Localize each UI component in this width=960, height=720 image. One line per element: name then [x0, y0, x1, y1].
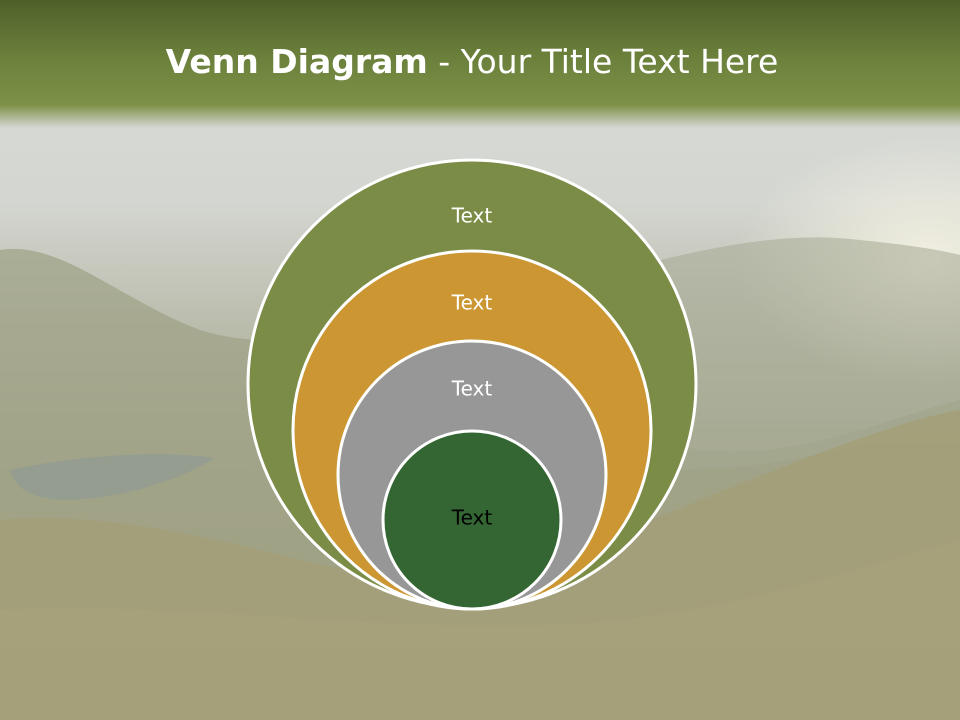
venn-circle-2-label: Text [451, 291, 493, 315]
title-bold-text: Venn Diagram [165, 42, 428, 81]
title-rest-text: - Your Title Text Here [427, 42, 779, 81]
venn-circle-4 [381, 429, 563, 611]
slide-title: Venn Diagram - Your Title Text Here [0, 42, 944, 81]
venn-circle-3-label: Text [451, 377, 493, 401]
venn-circle-4-label: Text [451, 506, 493, 530]
venn-circle-1-label: Text [451, 204, 493, 228]
title-band [0, 0, 960, 128]
